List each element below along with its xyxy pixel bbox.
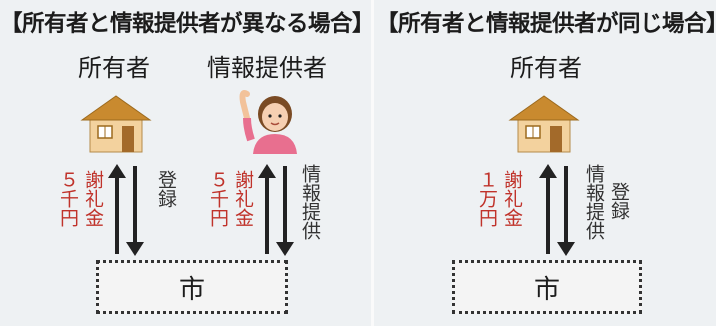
city-box: 市 <box>96 260 288 314</box>
bidirectional-arrow-icon <box>539 164 575 256</box>
bidirectional-arrow-icon <box>258 164 294 256</box>
reward-amount-owner: ５千円 <box>57 170 79 227</box>
different-case-heading: 【所有者と情報提供者が異なる場合】 <box>0 11 375 37</box>
reward-amount-provider: ５千円 <box>207 170 229 227</box>
same-case-panel: 【所有者と情報提供者が同じ場合】 所有者 １万円 謝礼金 情報提供 登録 市 <box>374 0 716 326</box>
person-raising-hand-icon <box>239 90 297 154</box>
owner-label: 所有者 <box>78 54 150 82</box>
reward-label: 謝礼金 <box>501 170 523 227</box>
provider-label: 情報提供者 <box>207 54 327 82</box>
provider-action-text: 情報提供 <box>299 164 321 240</box>
panel-divider <box>371 0 374 326</box>
bidirectional-arrow-icon <box>108 164 144 256</box>
house-icon <box>80 95 152 153</box>
owner-action-text: 登録 <box>155 170 177 208</box>
provider-reward-text: ５千円 謝礼金 <box>205 170 255 227</box>
same-case-heading: 【所有者と情報提供者が同じ場合】 <box>376 11 716 37</box>
house-icon <box>508 95 580 153</box>
different-case-panel: 【所有者と情報提供者が異なる場合】 所有者 情報提供者 ５千円 謝礼金 登録 <box>0 11 375 314</box>
owner-reward-text: ５千円 謝礼金 <box>55 170 105 227</box>
reward-label-provider: 謝礼金 <box>232 170 254 227</box>
reward-label-owner: 謝礼金 <box>82 170 104 227</box>
action-text: 情報提供 登録 <box>583 164 630 240</box>
owner-label: 所有者 <box>510 54 582 82</box>
reward-amount: １万円 <box>476 170 498 227</box>
city-box: 市 <box>452 260 642 314</box>
reward-text: １万円 謝礼金 <box>474 170 524 227</box>
